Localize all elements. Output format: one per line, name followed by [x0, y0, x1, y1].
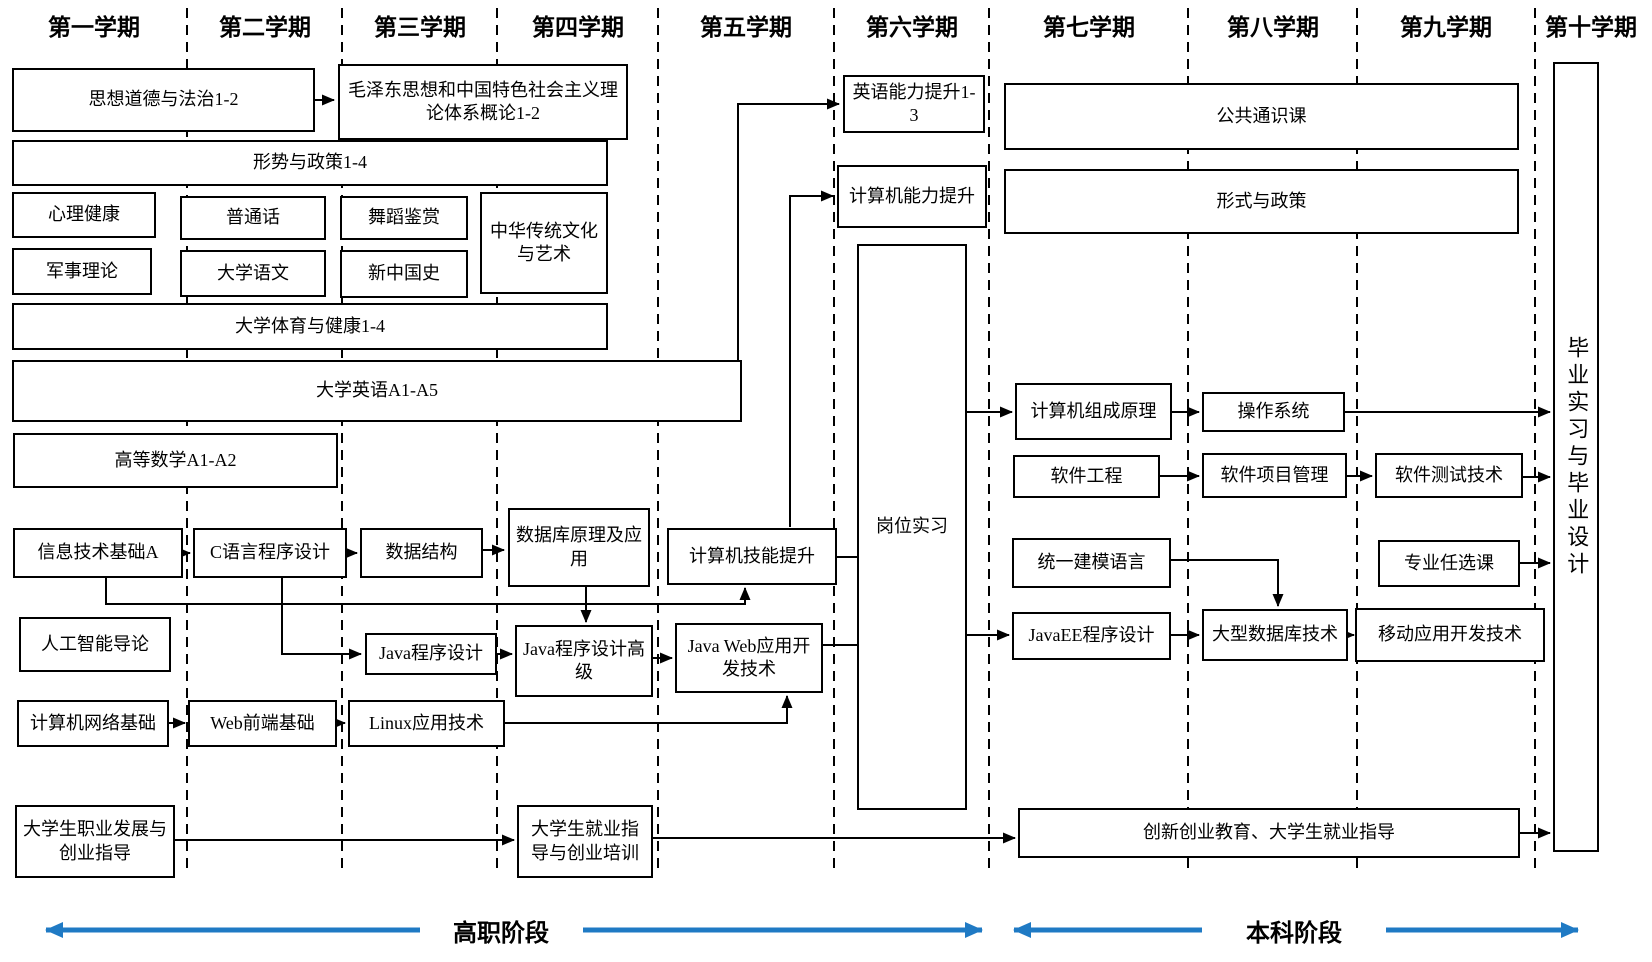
course-box-jsjnl: 计算机能力提升	[837, 165, 987, 228]
course-box-javacx: Java程序设计	[365, 633, 497, 675]
course-box-linux: Linux应用技术	[348, 700, 505, 747]
course-box-uml: 统一建模语言	[1012, 538, 1171, 588]
course-box-zhct: 中华传统文化与艺术	[480, 192, 608, 294]
course-box-rjcsjs: 软件测试技术	[1375, 453, 1523, 498]
course-box-cyycx: C语言程序设计	[193, 528, 347, 578]
course-box-rjgc: 软件工程	[1013, 455, 1160, 498]
semester-header-9: 第九学期	[1400, 15, 1492, 40]
semester-header-7: 第七学期	[1043, 15, 1135, 40]
course-box-yynl: 英语能力提升1-3	[843, 75, 985, 133]
course-box-javaee: JavaEE程序设计	[1012, 612, 1171, 660]
course-box-ydyykf: 移动应用开发技术	[1355, 608, 1545, 662]
course-box-mzd: 毛泽东思想和中国特色社会主义理论体系概论1-2	[338, 64, 628, 140]
semester-header-4: 第四学期	[532, 15, 624, 40]
course-box-sjjg: 数据结构	[360, 528, 483, 578]
course-box-xxjs: 信息技术基础A	[13, 528, 183, 578]
course-box-rgzn: 人工智能导论	[19, 617, 171, 672]
semester-header-2: 第二学期	[219, 15, 311, 40]
semester-header-8: 第八学期	[1227, 15, 1319, 40]
course-box-tyjk: 大学体育与健康1-4	[12, 303, 608, 350]
semester-header-10: 第十学期	[1545, 15, 1637, 40]
course-box-xszc: 形势与政策1-4	[12, 140, 608, 186]
course-box-zyrxk: 专业任选课	[1378, 540, 1520, 587]
stage-label-vocational: 高职阶段	[453, 920, 549, 947]
course-box-bysx: 毕业实习与毕业设计	[1553, 62, 1599, 852]
course-box-jyzd: 大学生就业指导与创业培训	[517, 805, 653, 878]
semester-header-5: 第五学期	[700, 15, 792, 40]
course-box-ggtsk: 公共通识课	[1004, 83, 1519, 150]
course-box-zyfz: 大学生职业发展与创业指导	[15, 805, 175, 878]
course-box-jsjwl: 计算机网络基础	[17, 700, 169, 747]
course-box-sjkyl: 数据库原理及应用	[508, 508, 650, 587]
course-box-xljk: 心理健康	[12, 192, 156, 238]
course-box-gwsx: 岗位实习	[857, 244, 967, 810]
course-box-gdsx: 高等数学A1-A2	[13, 433, 338, 488]
course-box-javagj: Java程序设计高级	[515, 625, 653, 697]
course-box-wdjs: 舞蹈鉴赏	[340, 196, 468, 240]
course-box-webqd: Web前端基础	[188, 700, 337, 747]
semester-header-6: 第六学期	[866, 15, 958, 40]
course-box-cxcyjy: 创新创业教育、大学生就业指导	[1018, 808, 1520, 858]
course-box-javaweb: Java Web应用开发技术	[675, 623, 823, 693]
course-box-dxyw: 大学语文	[180, 250, 326, 297]
course-box-jsll: 军事理论	[12, 248, 152, 295]
course-box-sxdd: 思想道德与法治1-2	[12, 68, 315, 132]
course-box-rjxmgl: 软件项目管理	[1202, 453, 1347, 498]
course-box-xzgs: 新中国史	[340, 250, 468, 298]
semester-header-3: 第三学期	[374, 15, 466, 40]
stage-label-undergraduate: 本科阶段	[1246, 920, 1342, 947]
course-box-dxyy: 大学英语A1-A5	[12, 360, 742, 422]
course-box-xsyzc: 形式与政策	[1004, 169, 1519, 234]
course-box-pth: 普通话	[180, 196, 326, 240]
course-box-dxsjkjs: 大型数据库技术	[1202, 609, 1348, 661]
course-box-czxt: 操作系统	[1202, 392, 1345, 432]
semester-header-1: 第一学期	[48, 15, 140, 40]
course-box-jsjzc: 计算机组成原理	[1015, 383, 1172, 440]
course-box-jsjjn: 计算机技能提升	[667, 528, 837, 585]
